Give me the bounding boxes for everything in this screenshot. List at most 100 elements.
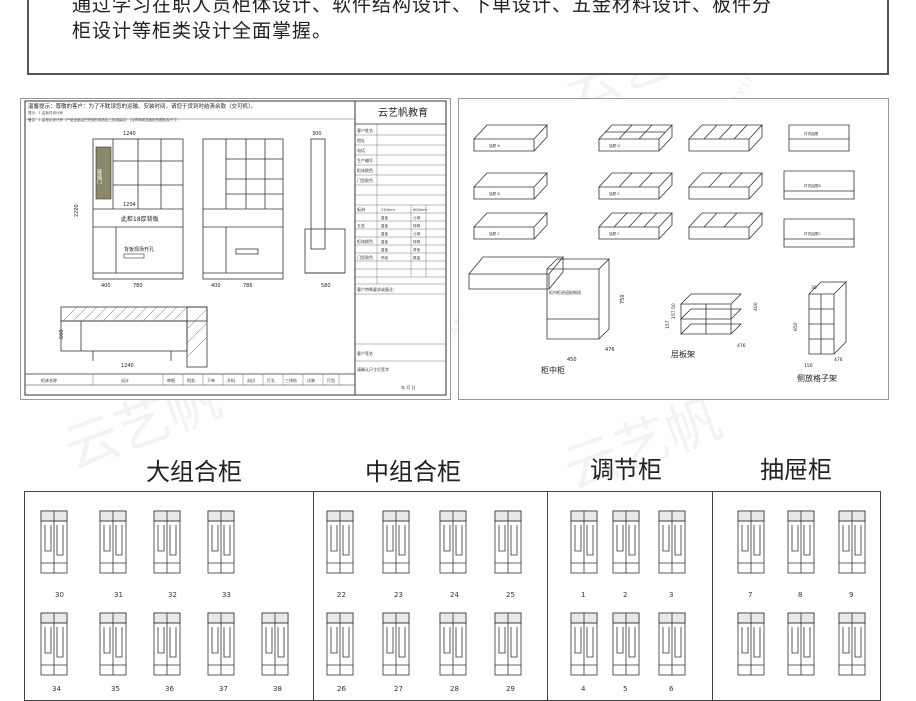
drawer-label-shirt-c: 衬衣抽屉C bbox=[804, 231, 821, 236]
cic-depth: 476 bbox=[605, 347, 615, 353]
table-cell-12: 吊柜 bbox=[381, 255, 389, 260]
table-cell-11: 其他 bbox=[413, 247, 421, 252]
label-22: 22 bbox=[337, 591, 346, 599]
plan-hatch bbox=[62, 306, 208, 358]
info-label-2: 电话 bbox=[357, 147, 365, 153]
label-28: 28 bbox=[450, 685, 459, 693]
note-1-text: 提示：1.由板件设计师 bbox=[28, 110, 63, 115]
rack-depth: 476 bbox=[737, 343, 746, 349]
drawer-label-f: 抽屉 F bbox=[609, 231, 619, 236]
side-rack-sketch bbox=[808, 281, 847, 355]
large-cabinet-30 bbox=[40, 510, 68, 574]
medium-cabinet-25 bbox=[494, 510, 522, 574]
title-drawer: 抽屉柜 bbox=[760, 456, 832, 484]
dim-side: 300 bbox=[312, 131, 322, 137]
label-27: 27 bbox=[394, 685, 403, 693]
label-6: 6 bbox=[669, 685, 674, 693]
large-cabinet-38 bbox=[261, 612, 289, 676]
rack-h1: 157 bbox=[665, 320, 671, 329]
table-cell-13: 数量 bbox=[413, 255, 421, 260]
bottom-label-1: 设计 bbox=[121, 377, 129, 383]
bottom-label-7: 打孔 bbox=[267, 377, 275, 383]
dim-foot-3: 400 bbox=[211, 283, 221, 289]
shelf-rack-sketch bbox=[680, 293, 742, 335]
date-label: 年 月 日 bbox=[401, 384, 416, 390]
drawer-label-shirt-b: 衬衣抽屉B bbox=[804, 183, 821, 188]
table-cell-3: 公母 bbox=[413, 215, 421, 220]
bottom-label-0: 柜体名称 bbox=[41, 377, 57, 383]
bottom-row-dividers bbox=[92, 374, 340, 385]
bottom-label-6: 封边 bbox=[247, 377, 255, 383]
rack-h2: 157.50 bbox=[671, 303, 677, 319]
cabinet-in-cabinet-sketch bbox=[546, 258, 610, 340]
adjust-cabinet-1 bbox=[570, 510, 598, 574]
label-34: 34 bbox=[52, 685, 61, 693]
bottom-label-3: 财务 bbox=[187, 377, 195, 383]
note-2-text: 备注：1.由柜台设计师（产品全部由已完成的成品加工及组装后）（合同和成品板柜的图… bbox=[28, 117, 180, 122]
bottom-label-5: 开料 bbox=[227, 377, 235, 383]
label-2: 2 bbox=[623, 591, 627, 599]
label-33: 33 bbox=[222, 591, 231, 599]
dim-foot-2: 780 bbox=[133, 283, 143, 289]
glass-door-label: 玻璃门 bbox=[96, 168, 102, 185]
intro-text: 通过学习在职人员柜体设计、软件结构设计、下单设计、五金材料设计、板件分 柜设计等… bbox=[72, 0, 872, 44]
large-cabinet-31 bbox=[99, 510, 127, 574]
table-cell-5: 特殊 bbox=[413, 223, 421, 228]
drawer-cabinet-12 bbox=[838, 612, 866, 676]
drawer-label-b: 抽屉 B bbox=[489, 191, 500, 196]
medium-cabinet-27 bbox=[382, 612, 410, 676]
bottom-labels: 柜体名称 设计 审图 财务 下单 开料 封边 打孔 三排钻 试装 打包 bbox=[41, 377, 335, 383]
info-rows bbox=[355, 124, 446, 295]
side-top: 30 bbox=[811, 285, 817, 291]
dim-580: 580 bbox=[321, 283, 331, 289]
info-label-9: 门型款色 bbox=[357, 254, 373, 260]
drawer-labels: 抽屉 A 抽屉 B 抽屉 C 抽屉 D 抽屉 E 抽屉 F 衬衣抽屉 衬衣抽屉B… bbox=[489, 131, 821, 236]
intro-line-2: 柜设计等柜类设计全面掌握。 bbox=[72, 20, 333, 42]
title-medium-combo: 中组合柜 bbox=[365, 458, 461, 486]
adjust-cabinet-4 bbox=[570, 612, 598, 676]
adjust-cabinet-3 bbox=[658, 510, 686, 574]
side-d: 476 bbox=[834, 357, 843, 363]
label-8: 8 bbox=[798, 591, 802, 599]
large-cabinet-35 bbox=[99, 612, 127, 676]
drawer-cabinet-8 bbox=[787, 510, 815, 574]
cabinet-thumbnails: 30 31 32 33 34 35 36 37 38 22 23 24 25 2… bbox=[40, 510, 866, 693]
label-37: 37 bbox=[219, 685, 228, 693]
cabinet-side-view bbox=[304, 138, 346, 274]
divider-3 bbox=[712, 491, 713, 701]
info-label-7: 五金 bbox=[357, 222, 365, 228]
info-label-5: 门型款色 bbox=[357, 177, 373, 183]
table-cell-6: 直板 bbox=[381, 231, 389, 236]
table-cell-10: 直板 bbox=[381, 247, 389, 252]
cic-width: 450 bbox=[567, 357, 577, 363]
info-labels: 客户姓名 地址 电话 生产编号 柜体颜色 门型款色 板材 五金 柜体颜色 门型款… bbox=[357, 127, 373, 260]
production-drawing: 温馨提示：尊敬的客户：为了不耽误您的运输、安装时间，请您于货到时结清余款（交可机… bbox=[24, 100, 447, 396]
rack-h3: 400 bbox=[753, 302, 759, 311]
drawer-label-a: 抽屉 A bbox=[489, 143, 500, 148]
table-cell-1: 600mm bbox=[413, 208, 427, 212]
medium-cabinet-22 bbox=[326, 510, 354, 574]
label-31: 31 bbox=[114, 591, 123, 599]
info-label-3: 生产编号 bbox=[357, 157, 373, 163]
dim-600: 600 bbox=[59, 329, 65, 339]
side-h: 650 bbox=[793, 322, 799, 331]
label-7: 7 bbox=[748, 591, 752, 599]
dim-total-width: 1240 bbox=[123, 131, 136, 137]
adjust-cabinet-5 bbox=[612, 612, 640, 676]
label-4: 4 bbox=[581, 685, 586, 693]
components-sheet: 抽屉 A 抽屉 B 抽屉 C 抽屉 D 抽屉 E 抽屉 F 衬衣抽屉 衬衣抽屉B… bbox=[458, 98, 889, 400]
production-drawing-sheet: 温馨提示：尊敬的客户：为了不耽误您的运输、安装时间，请您于货到时结清余款（交可机… bbox=[20, 98, 451, 400]
bottom-label-4: 下单 bbox=[207, 377, 215, 383]
cabinet-interior-view bbox=[202, 138, 284, 280]
glass-door bbox=[95, 146, 112, 200]
drawer-cabinet-11 bbox=[787, 612, 815, 676]
large-cabinet-37 bbox=[207, 612, 235, 676]
info-label-0: 客户姓名 bbox=[357, 127, 373, 133]
info-label-8: 柜体颜色 bbox=[357, 238, 373, 244]
drawer-label-c: 抽屉 C bbox=[489, 231, 500, 236]
label-23: 23 bbox=[394, 591, 403, 599]
label-25: 25 bbox=[506, 591, 515, 599]
label-35: 35 bbox=[111, 685, 120, 693]
bottom-label-10: 打包 bbox=[327, 377, 335, 383]
adjust-cabinet-6 bbox=[658, 612, 686, 676]
